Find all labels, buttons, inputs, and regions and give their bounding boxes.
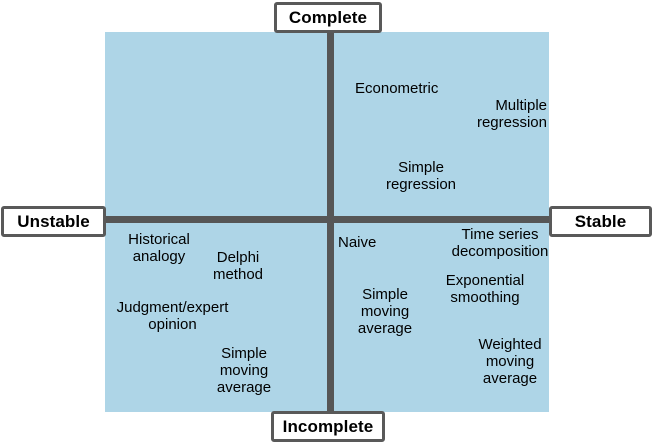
axis-label-unstable: Unstable — [1, 206, 106, 237]
method-simple-moving-average-stable: Simple moving average — [357, 286, 413, 337]
method-exponential-smoothing: Exponential smoothing — [445, 272, 525, 306]
method-multiple-regression: Multiple regression — [476, 97, 547, 131]
method-simple-regression: Simple regression — [385, 159, 457, 193]
method-judgment-expert-opinion: Judgment/expert opinion — [116, 299, 229, 333]
method-simple-moving-average-unstable: Simple moving average — [216, 345, 272, 396]
axis-label-complete: Complete — [274, 2, 382, 33]
method-historical-analogy: Historical analogy — [128, 231, 190, 265]
method-econometric: Econometric — [355, 80, 439, 97]
method-naive: Naive — [338, 234, 377, 251]
method-delphi-method: Delphi method — [212, 249, 264, 283]
axis-label-incomplete: Incomplete — [271, 411, 385, 442]
method-weighted-moving-average: Weighted moving average — [478, 336, 542, 387]
method-time-series-decomposition: Time series decomposition — [451, 226, 549, 260]
axis-label-stable: Stable — [549, 206, 652, 237]
horizontal-axis-line — [98, 216, 556, 223]
